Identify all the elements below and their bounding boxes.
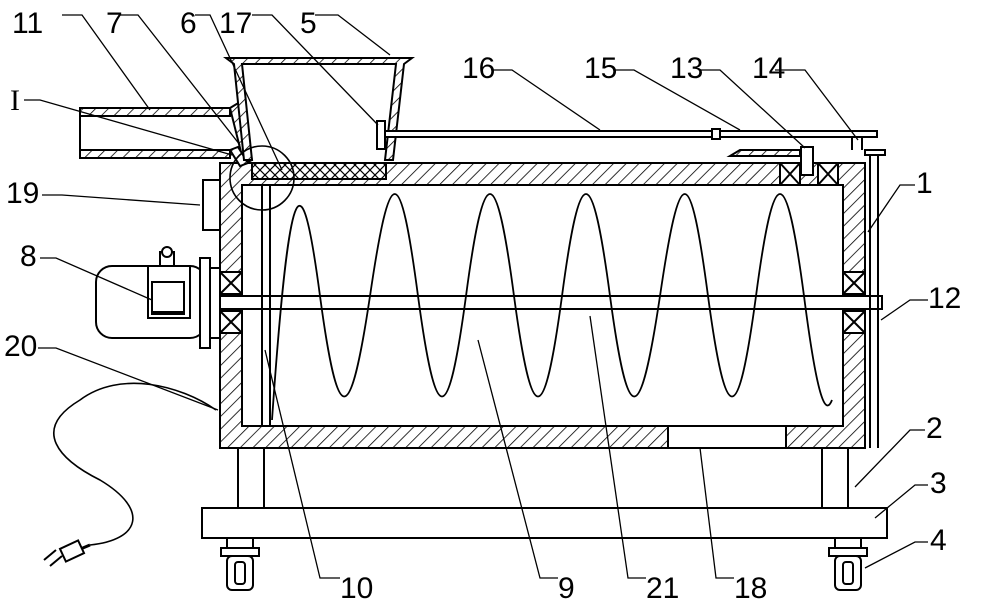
detail-circle-I — [229, 145, 295, 211]
label-12: 12 — [928, 282, 961, 315]
spiral-ribbon — [271, 193, 833, 421]
label-18: 18 — [734, 572, 767, 603]
label-19: 19 — [6, 177, 39, 210]
label-9: 9 — [558, 572, 575, 603]
label-11: 11 — [12, 7, 43, 40]
label-15: 15 — [584, 52, 617, 85]
bearing-top — [779, 162, 839, 186]
discharge-port — [667, 425, 787, 449]
label-2: 2 — [926, 412, 943, 445]
label-6: 6 — [180, 7, 197, 40]
label-16: 16 — [462, 52, 495, 85]
labels: 11 7 6 17 5 I 19 8 20 16 15 13 14 1 12 2… — [4, 7, 961, 603]
leader-lines — [24, 14, 928, 579]
caster-wheel-right — [828, 537, 868, 591]
rod-bracket — [376, 120, 386, 150]
label-5: 5 — [300, 7, 317, 40]
power-cord — [53, 382, 217, 546]
crank — [726, 146, 814, 176]
mesh-screen — [251, 162, 387, 180]
push-rod — [384, 128, 878, 140]
label-1: 1 — [916, 167, 933, 200]
caster-wheel-left — [220, 537, 260, 591]
legs — [237, 447, 849, 509]
label-3: 3 — [930, 467, 947, 500]
label-21: 21 — [646, 572, 679, 603]
label-17: 17 — [219, 7, 252, 40]
label-7: 7 — [106, 7, 123, 40]
tank-body — [219, 162, 866, 449]
plug — [43, 539, 91, 567]
control-box — [202, 179, 221, 231]
label-10: 10 — [340, 572, 373, 603]
label-14: 14 — [752, 52, 785, 85]
base-plate — [201, 507, 888, 539]
scraper-frame — [261, 185, 271, 426]
label-I: I — [10, 84, 20, 117]
label-4: 4 — [930, 524, 947, 557]
bearing-left — [219, 271, 243, 334]
bearing-right — [842, 271, 866, 334]
motor — [95, 246, 221, 349]
label-20: 20 — [4, 330, 37, 363]
label-13: 13 — [670, 52, 703, 85]
main-shaft — [209, 295, 883, 310]
hopper — [223, 57, 415, 161]
label-8: 8 — [20, 240, 37, 273]
drive-belt — [864, 149, 886, 448]
